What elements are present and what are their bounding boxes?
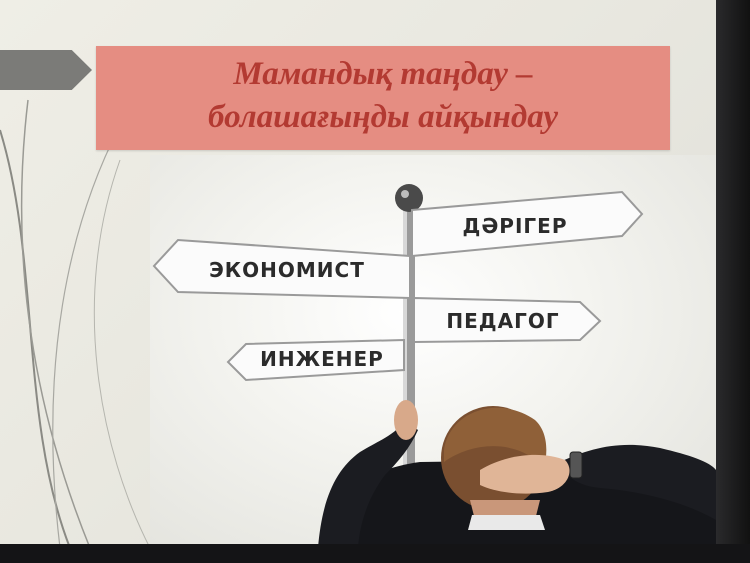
signpost-illustration: ДӘРІГЕР ЭКОНОМИСТ ПЕДАГОГ ИНЖЕНЕР xyxy=(152,184,716,548)
signpost-pole-cap xyxy=(395,184,423,212)
monitor-bezel-bottom xyxy=(0,544,750,563)
sign-label-teacher: ПЕДАГОГ xyxy=(446,309,559,333)
sign-label-economist: ЭКОНОМИСТ xyxy=(209,258,365,282)
sign-label-engineer: ИНЖЕНЕР xyxy=(260,347,384,371)
sign-teacher: ПЕДАГОГ xyxy=(413,296,602,344)
sign-engineer: ИНЖЕНЕР xyxy=(226,338,405,382)
slide-title-box: Мамандық таңдау – болашағыңды айқындау xyxy=(96,46,670,150)
sign-doctor: ДӘРІГЕР xyxy=(411,190,644,258)
monitor-bezel-right xyxy=(716,0,750,563)
sign-economist: ЭКОНОМИСТ xyxy=(152,238,411,300)
presentation-slide: Мамандық таңдау – болашағыңды айқындау Д… xyxy=(0,0,720,548)
slide-accent-arrow xyxy=(0,50,92,90)
man-figure xyxy=(318,400,716,548)
slide-title-line-1: Мамандық таңдау – xyxy=(233,56,533,92)
sign-label-doctor: ДӘРІГЕР xyxy=(463,214,568,238)
slide-title-line-2: болашағыңды айқындау xyxy=(208,99,558,135)
